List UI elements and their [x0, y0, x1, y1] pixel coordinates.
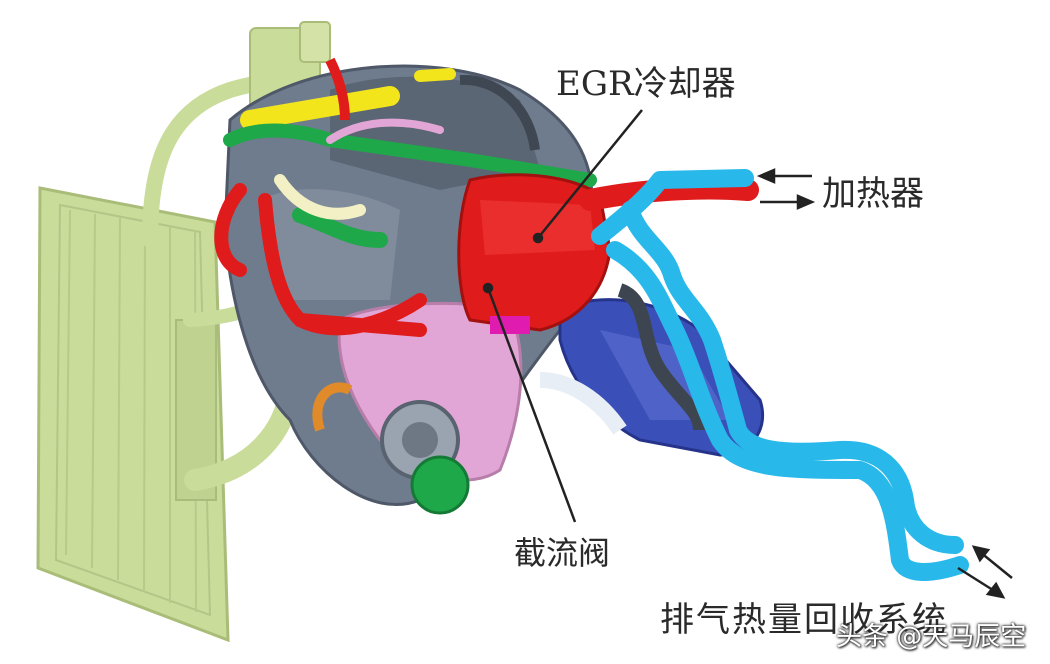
leader-lines: [482, 109, 643, 523]
radiator: [36, 186, 230, 643]
egr-cooler: [214, 57, 759, 337]
egr-cooler-label: EGR冷却器: [556, 64, 736, 104]
heater-hose: [591, 169, 969, 581]
engine-front-cover: [312, 301, 523, 515]
heater-flow-arrows: [756, 168, 816, 210]
recovery-flow-arrows: [957, 545, 1013, 599]
heater-label: 加热器: [822, 174, 924, 214]
watermark: 头条 @天马辰空: [836, 622, 1027, 652]
engine-hoses: [223, 68, 597, 248]
throttle-valve-label: 截流阀: [514, 534, 611, 572]
exhaust-heat-recovery-label: 排气热量回收系统: [660, 600, 948, 640]
